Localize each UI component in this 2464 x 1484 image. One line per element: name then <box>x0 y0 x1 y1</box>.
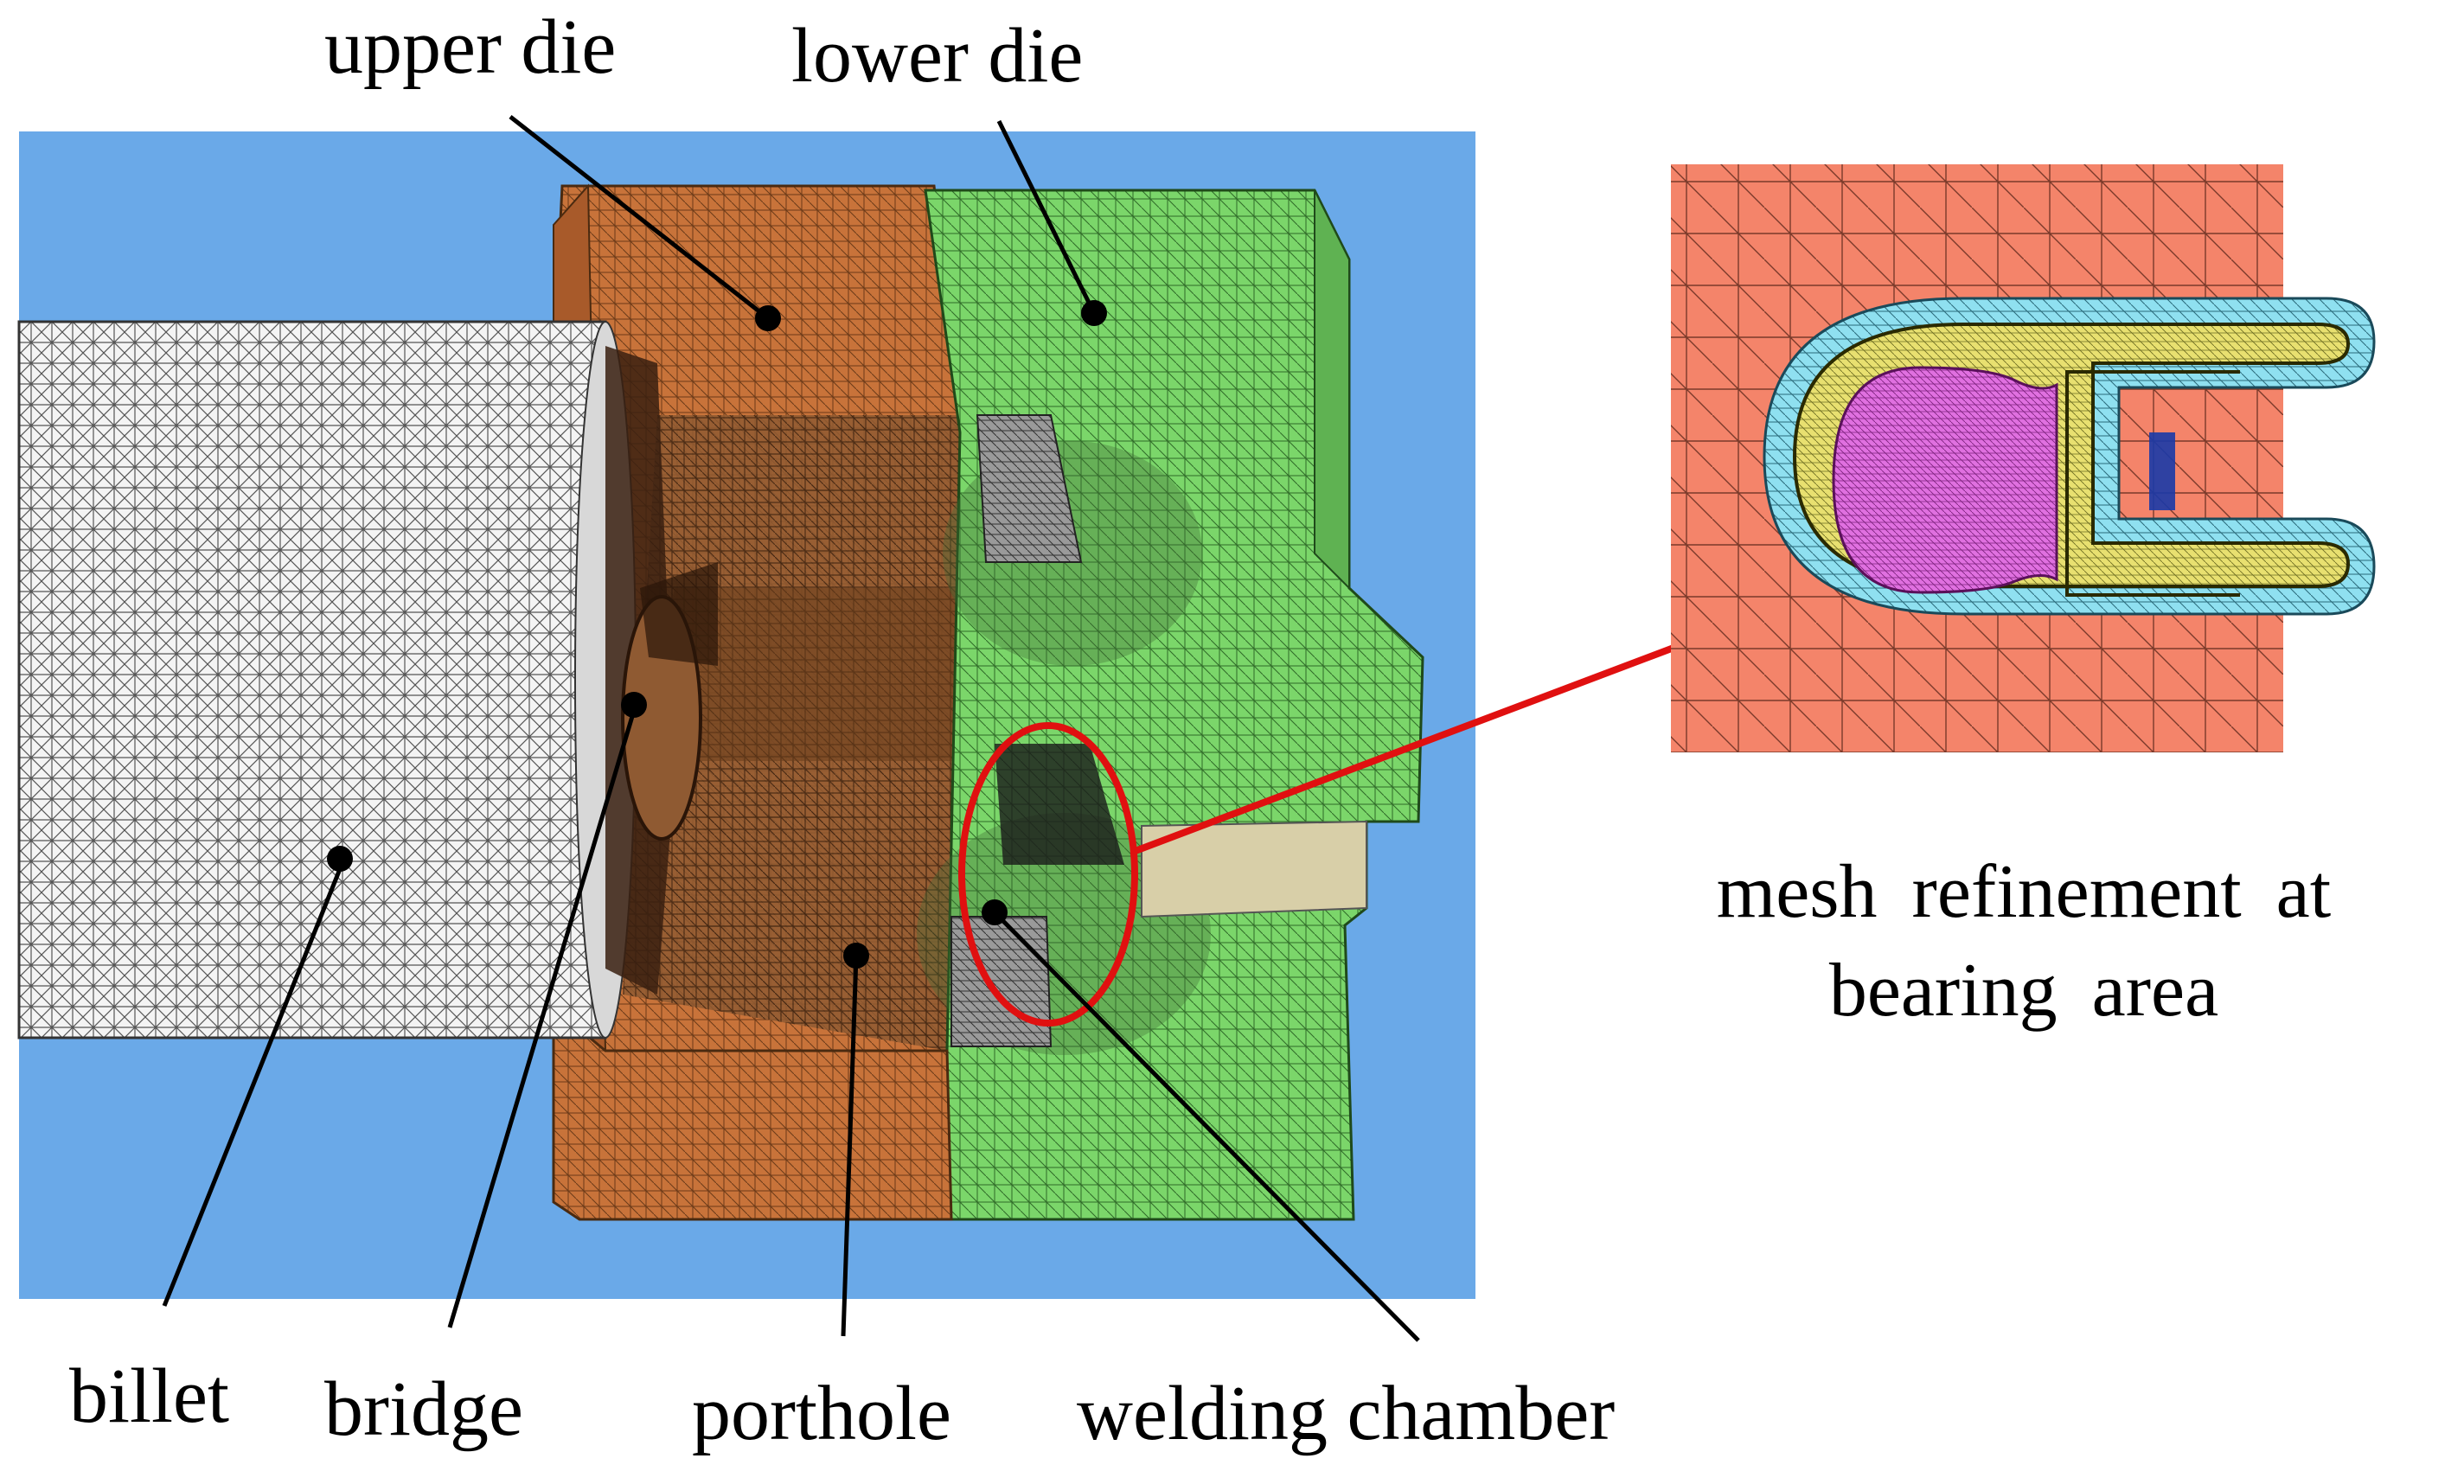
leader-billet <box>162 864 344 1307</box>
label-upper-die: upper die <box>324 4 617 90</box>
leader-porthole <box>841 955 859 1337</box>
inset-caption-line2: bearing area <box>1828 949 2219 1033</box>
lower-die <box>917 189 1424 1221</box>
label-bridge: bridge <box>324 1366 523 1452</box>
leader-upper-die <box>509 115 770 320</box>
leader-welding-chamber <box>993 911 1420 1342</box>
bearing-inset <box>1671 164 2376 752</box>
billet <box>17 320 637 1039</box>
leader-lower-die <box>996 119 1097 315</box>
label-porthole: porthole <box>692 1371 951 1456</box>
leader-lines <box>162 115 1420 1342</box>
dot-porthole <box>843 943 869 969</box>
dot-bridge <box>621 692 647 718</box>
dot-lower-die <box>1081 300 1107 326</box>
dot-billet <box>327 846 353 872</box>
dot-upper-die <box>755 305 781 331</box>
label-billet: billet <box>69 1353 229 1439</box>
inset-caption-line1: mesh refinement at <box>1716 850 2332 934</box>
inset-caption: mesh refinement at bearing area <box>1695 843 2352 1041</box>
leader-bridge <box>447 704 638 1328</box>
label-lower-die: lower die <box>791 13 1084 99</box>
label-welding-chamber: welding chamber <box>1077 1371 1616 1456</box>
bearing-highlight-ellipse <box>958 722 1138 1027</box>
bridge <box>605 346 718 995</box>
dot-welding-chamber <box>982 899 1008 925</box>
leader-dots <box>327 300 1107 969</box>
